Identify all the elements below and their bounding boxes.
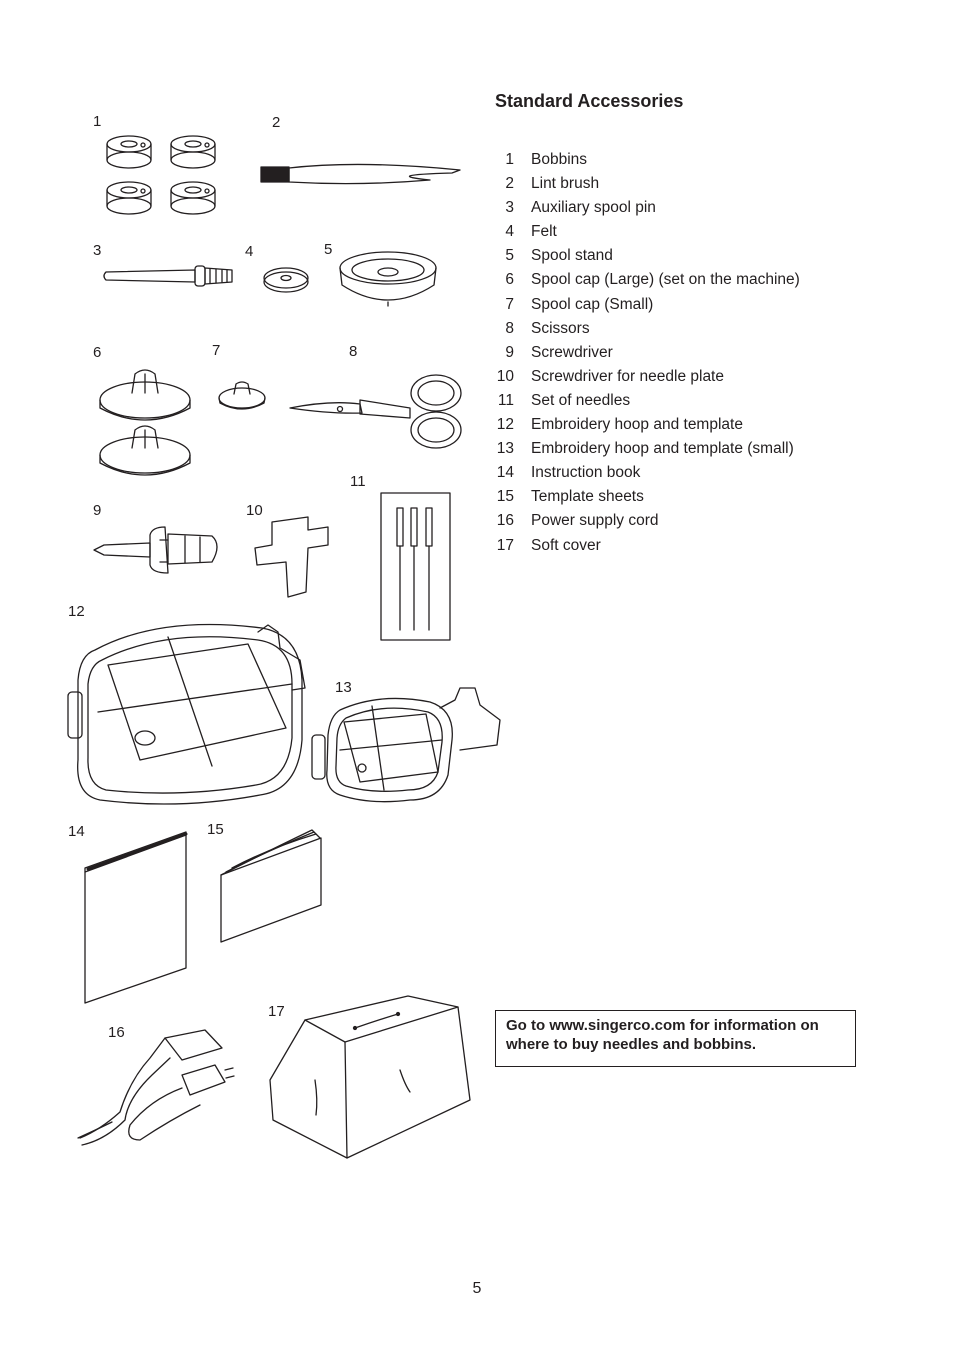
item-number: 14 (496, 464, 514, 482)
figure-label-9: 9 (93, 502, 102, 519)
item-number: 2 (505, 175, 514, 193)
item-label: Embroidery hoop and template (531, 416, 743, 434)
item-label: Template sheets (531, 488, 644, 506)
figure-label-7: 7 (212, 342, 221, 359)
spool-pin-drawing (103, 265, 233, 287)
template-sheets-drawing (220, 829, 322, 943)
item-number: 16 (496, 512, 514, 530)
figure-label-5: 5 (324, 241, 333, 258)
screwdriver-drawing (93, 526, 218, 574)
item-number: 1 (505, 151, 514, 168)
item-label: Screwdriver for needle plate (531, 367, 724, 385)
item-number: 12 (496, 416, 514, 434)
small-hoop-drawing (311, 687, 501, 803)
item-label: Bobbins (531, 151, 588, 168)
item-label: Soft cover (531, 536, 601, 554)
item-number: 13 (496, 440, 514, 458)
item-number: 9 (505, 343, 514, 361)
felt-drawing (263, 267, 309, 293)
item-label: Spool cap (Large) (set on the machine) (531, 271, 800, 289)
power-cord-drawing (77, 1029, 235, 1146)
page-number: 5 (472, 1280, 482, 1297)
figure-label-10: 10 (246, 502, 263, 519)
figure-label-15: 15 (207, 821, 224, 838)
item-number: 4 (505, 223, 514, 241)
bobbins-drawing (106, 135, 216, 215)
item-number: 11 (497, 391, 514, 409)
figure-label-3: 3 (93, 242, 102, 259)
item-number: 17 (496, 536, 514, 554)
item-label: Instruction book (531, 464, 641, 482)
figure-label-1: 1 (93, 113, 102, 130)
item-number: 15 (496, 488, 514, 506)
figure-label-2: 2 (272, 114, 281, 131)
figure-label-16: 16 (108, 1024, 125, 1041)
item-label: Scissors (531, 319, 590, 337)
item-label: Auxiliary spool pin (531, 199, 656, 217)
item-label: Lint brush (531, 175, 600, 193)
figure-label-6: 6 (93, 344, 102, 361)
needles-drawing (380, 492, 451, 641)
item-number: 3 (505, 199, 514, 217)
item-label: Screwdriver (531, 343, 613, 361)
spool-stand-drawing (339, 251, 437, 307)
item-label: Power supply cord (531, 512, 659, 530)
lint-brush-drawing (260, 163, 461, 185)
item-label: Embroidery hoop and template (small) (531, 440, 794, 458)
figure-label-4: 4 (245, 243, 254, 260)
figure-label-11: 11 (350, 473, 366, 490)
needle-plate-screwdriver-drawing (254, 516, 329, 598)
item-label: Spool cap (Small) (531, 295, 654, 313)
figure-label-13: 13 (335, 679, 352, 696)
figure-label-12: 12 (68, 603, 85, 620)
item-label: Felt (531, 223, 557, 241)
item-number: 8 (505, 319, 514, 337)
embroidery-hoop-drawing (67, 623, 306, 805)
item-number: 10 (496, 367, 514, 385)
page-title: Standard Accessories (495, 91, 684, 111)
item-number: 6 (505, 271, 514, 289)
figure-label-8: 8 (349, 343, 358, 360)
soft-cover-drawing (269, 995, 471, 1159)
spool-cap-large-drawing (99, 369, 191, 476)
item-label: Set of needles (531, 391, 631, 409)
item-label: Spool stand (531, 247, 613, 265)
spool-cap-small-drawing (218, 381, 266, 410)
scissors-drawing (289, 374, 462, 449)
item-number: 7 (505, 295, 514, 313)
figure-label-17: 17 (268, 1003, 285, 1020)
figure-label-14: 14 (68, 823, 85, 840)
info-note-box: Go to www.singerco.com for information o… (495, 1010, 856, 1067)
item-number: 5 (505, 247, 514, 265)
instruction-book-drawing (84, 831, 188, 1004)
